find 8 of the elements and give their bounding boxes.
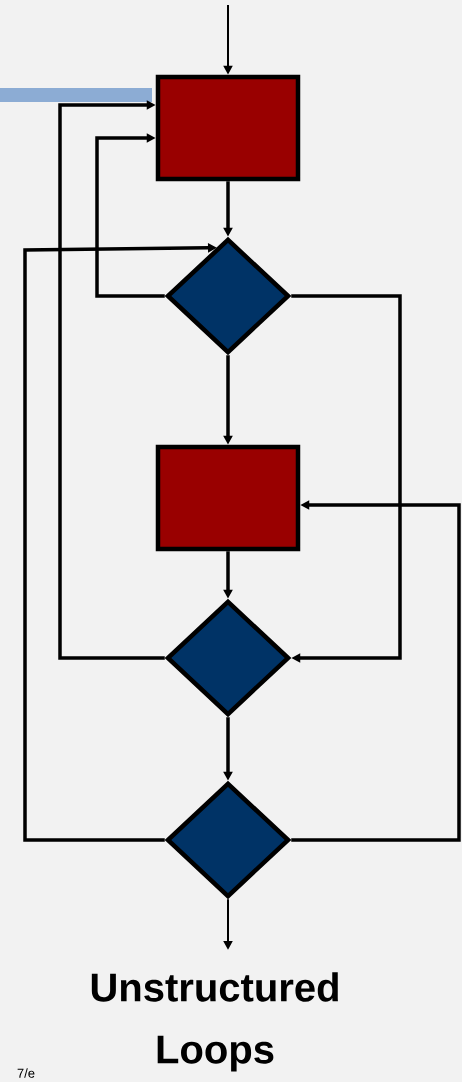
arrow [58, 100, 165, 660]
box-shape [155, 444, 301, 552]
arrow [95, 133, 165, 298]
arrow [291, 294, 402, 663]
page-number: 7/e [17, 1068, 35, 1078]
diagram-title: Unstructured Loops [91, 972, 338, 1072]
box-shape [155, 74, 301, 182]
arrow [291, 500, 461, 842]
